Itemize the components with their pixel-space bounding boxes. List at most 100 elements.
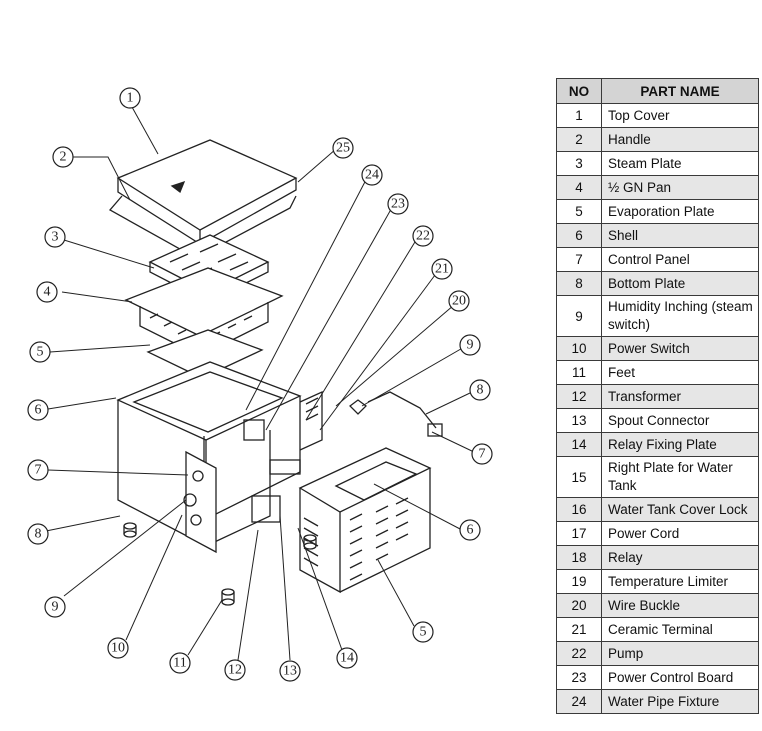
row-name: Relay Fixing Plate bbox=[601, 432, 759, 457]
svg-text:14: 14 bbox=[340, 651, 354, 666]
callout-4: 4 bbox=[36, 281, 58, 303]
row-no: 3 bbox=[556, 151, 602, 176]
svg-text:11: 11 bbox=[173, 656, 186, 671]
row-name: Ceramic Terminal bbox=[601, 617, 759, 642]
svg-text:12: 12 bbox=[228, 663, 242, 678]
water-tank-drawing bbox=[298, 447, 432, 594]
row-name: Water Tank Cover Lock bbox=[601, 497, 759, 522]
svg-text:8: 8 bbox=[35, 527, 42, 542]
svg-text:25: 25 bbox=[336, 141, 350, 156]
callout-12: 12 bbox=[224, 659, 246, 681]
callout-11: 11 bbox=[169, 652, 191, 674]
callout-7-cord: 7 bbox=[471, 443, 493, 465]
svg-text:5: 5 bbox=[37, 345, 44, 360]
callout-25: 25 bbox=[332, 137, 354, 159]
row-no: 8 bbox=[556, 271, 602, 296]
feet-drawing bbox=[123, 522, 317, 606]
callout-1: 1 bbox=[119, 87, 141, 109]
power-cord-drawing bbox=[349, 391, 443, 437]
table-header-row: NO PART NAME bbox=[556, 78, 759, 104]
row-name: Relay bbox=[601, 545, 759, 570]
row-name: Temperature Limiter bbox=[601, 569, 759, 594]
row-no: 15 bbox=[556, 456, 602, 498]
row-no: 17 bbox=[556, 521, 602, 546]
row-name: Shell bbox=[601, 223, 759, 248]
svg-text:5: 5 bbox=[420, 625, 427, 640]
svg-text:13: 13 bbox=[283, 664, 297, 679]
svg-text:23: 23 bbox=[391, 197, 405, 212]
row-no: 18 bbox=[556, 545, 602, 570]
row-name: Bottom Plate bbox=[601, 271, 759, 296]
row-no: 21 bbox=[556, 617, 602, 642]
row-no: 11 bbox=[556, 360, 602, 385]
callout-22: 22 bbox=[412, 225, 434, 247]
leader-lines bbox=[45, 106, 475, 661]
exploded-parts-diagram: 1 2 3 4 5 6 7 8 9 10 11 12 13 14 6 5 7 8… bbox=[27, 87, 493, 682]
row-no: 5 bbox=[556, 199, 602, 224]
callout-23: 23 bbox=[387, 193, 409, 215]
callout-3: 3 bbox=[44, 226, 66, 248]
row-name: Evaporation Plate bbox=[601, 199, 759, 224]
row-no: 9 bbox=[556, 295, 602, 337]
row-no: 24 bbox=[556, 689, 602, 714]
row-no: 6 bbox=[556, 223, 602, 248]
row-no: 16 bbox=[556, 497, 602, 522]
row-name: Transformer bbox=[601, 384, 759, 409]
callouts: 1 2 3 4 5 6 7 8 9 10 11 12 13 14 6 5 7 8… bbox=[27, 87, 493, 682]
shell-drawing bbox=[116, 361, 323, 554]
row-name: Humidity Inching (steam switch) bbox=[601, 295, 759, 337]
callout-8-cord: 8 bbox=[469, 379, 491, 401]
svg-text:24: 24 bbox=[365, 168, 379, 183]
row-name: Pump bbox=[601, 641, 759, 666]
svg-text:7: 7 bbox=[35, 463, 42, 478]
svg-text:10: 10 bbox=[111, 641, 125, 656]
callout-6-tank: 6 bbox=[459, 519, 481, 541]
row-name: Power Control Board bbox=[601, 665, 759, 690]
svg-text:6: 6 bbox=[467, 523, 474, 538]
row-no: 10 bbox=[556, 336, 602, 361]
row-name: Spout Connector bbox=[601, 408, 759, 433]
row-no: 2 bbox=[556, 127, 602, 152]
header-no: NO bbox=[556, 78, 602, 104]
callout-7: 7 bbox=[27, 459, 49, 481]
row-name: Right Plate for Water Tank bbox=[601, 456, 759, 498]
row-no: 12 bbox=[556, 384, 602, 409]
row-no: 13 bbox=[556, 408, 602, 433]
callout-9: 9 bbox=[44, 596, 66, 618]
svg-text:20: 20 bbox=[452, 294, 466, 309]
callout-8: 8 bbox=[27, 523, 49, 545]
row-no: 22 bbox=[556, 641, 602, 666]
row-no: 1 bbox=[556, 103, 602, 128]
svg-text:1: 1 bbox=[127, 91, 134, 106]
row-name: Control Panel bbox=[601, 247, 759, 272]
svg-text:22: 22 bbox=[416, 229, 430, 244]
callout-21: 21 bbox=[431, 258, 453, 280]
row-no: 20 bbox=[556, 593, 602, 618]
callout-13: 13 bbox=[279, 660, 301, 682]
callout-14: 14 bbox=[336, 647, 358, 669]
svg-text:21: 21 bbox=[435, 262, 449, 277]
callout-6: 6 bbox=[27, 399, 49, 421]
row-no: 19 bbox=[556, 569, 602, 594]
